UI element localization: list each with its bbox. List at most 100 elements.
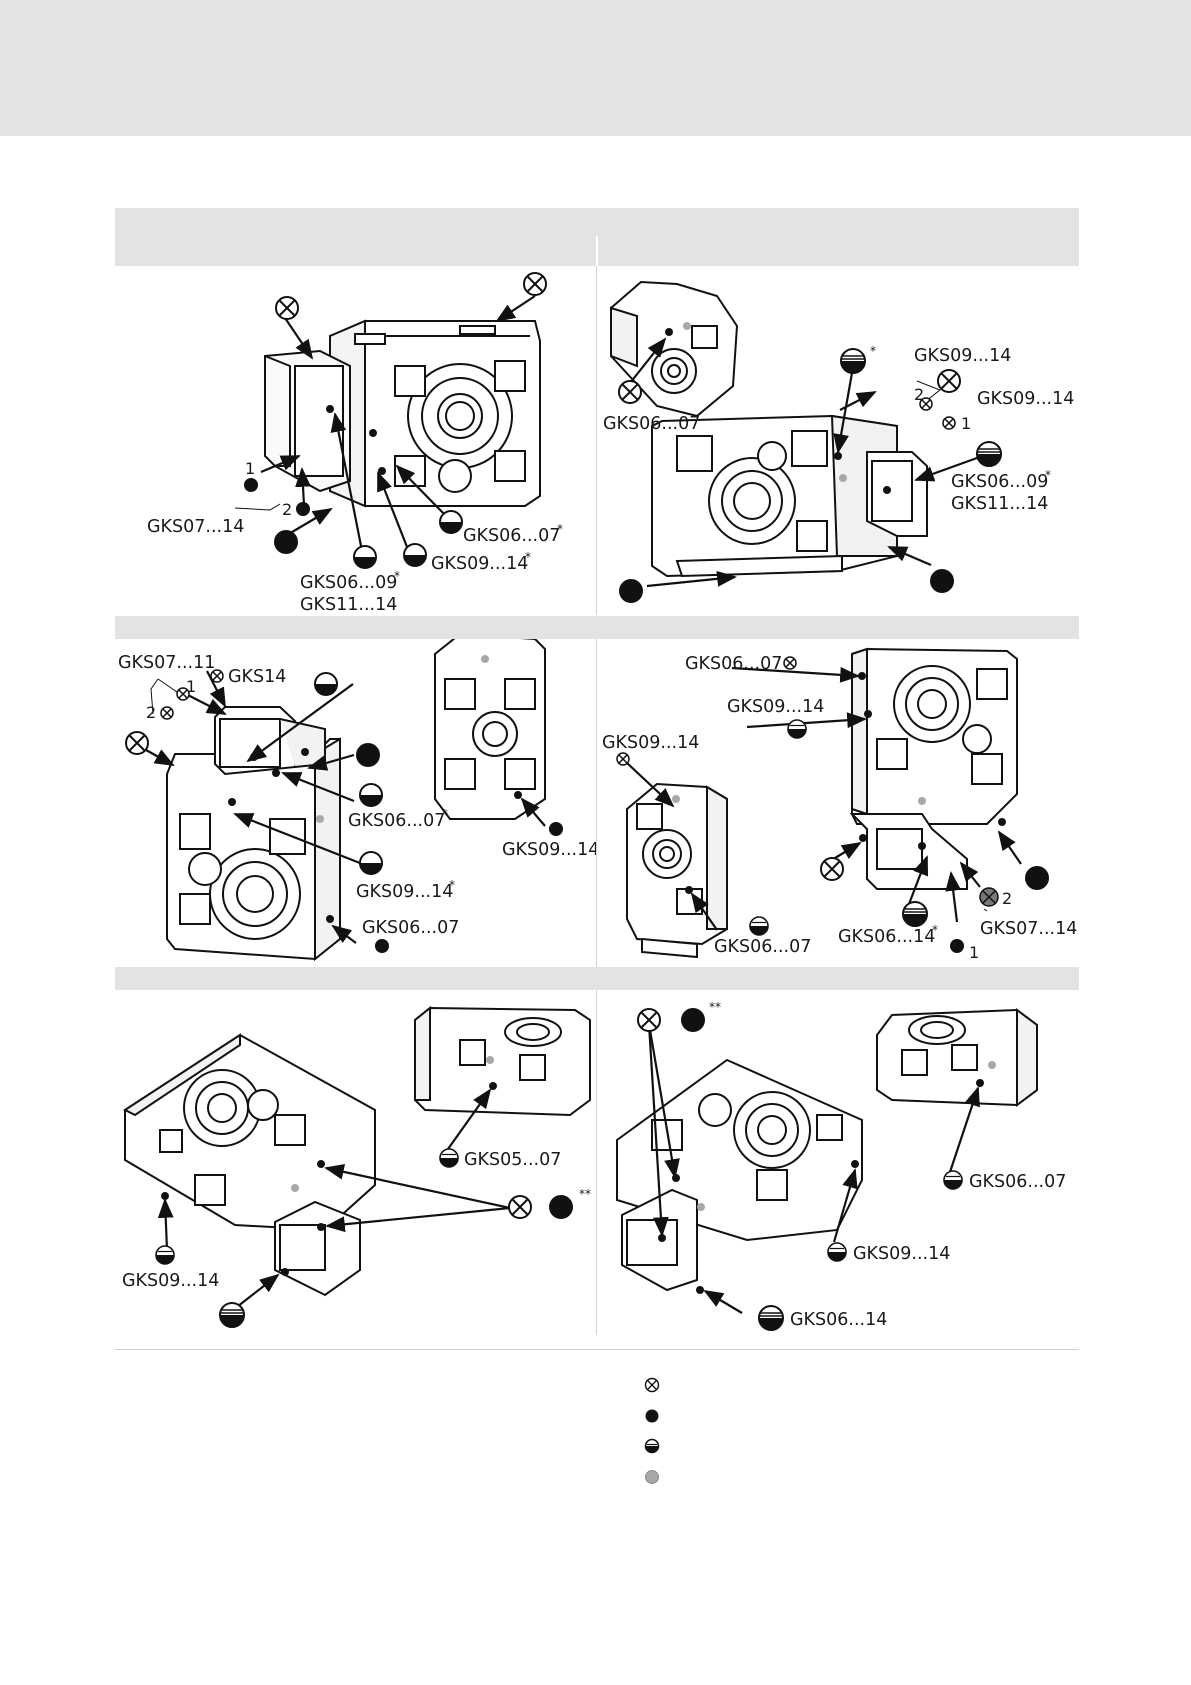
header-divider bbox=[596, 236, 598, 266]
marker-number: 1 bbox=[245, 459, 255, 478]
gearbox-drawing bbox=[166, 639, 546, 962]
oil-level-plug-icon bbox=[439, 510, 463, 534]
oil-level-plug-icon bbox=[439, 1148, 459, 1168]
panel-mounting-position-1: 1 2 GKS07...14 GKS06...07 * GKS09...14 *… bbox=[115, 266, 596, 615]
table-bottom-rule bbox=[115, 1349, 1079, 1350]
label-gks07-14: GKS07...14 bbox=[980, 919, 1077, 939]
label-gks07-11: GKS07...11 bbox=[118, 653, 215, 673]
oil-level-plug-icon bbox=[749, 916, 769, 936]
footnote-mark: * bbox=[525, 550, 531, 564]
label-gks09-14: GKS09...14 bbox=[602, 733, 699, 753]
drain-plug-icon bbox=[375, 939, 389, 953]
drain-plug-icon bbox=[1025, 866, 1049, 890]
label-gks09-14: GKS09...14 bbox=[502, 840, 596, 860]
label-gks07-14: GKS07...14 bbox=[147, 517, 244, 537]
vent-plug-icon bbox=[160, 706, 174, 720]
label-gks14: GKS14 bbox=[228, 667, 286, 687]
legend-grey bbox=[640, 1462, 1040, 1493]
drain-plug-icon bbox=[950, 939, 964, 953]
label-gks06-09: GKS06...09 bbox=[951, 472, 1048, 492]
grey-plug-icon bbox=[645, 1469, 659, 1484]
footnote-mark: * bbox=[557, 522, 563, 536]
vent-plug-icon bbox=[523, 272, 547, 296]
label-gks09-14: GKS09...14 bbox=[431, 554, 528, 574]
vent-plug-icon bbox=[616, 752, 630, 766]
footnote-mark: ** bbox=[709, 1000, 721, 1014]
gearbox-drawing bbox=[122, 1005, 591, 1297]
drain-plug-icon bbox=[681, 1008, 705, 1032]
table-header bbox=[115, 208, 1079, 266]
drain-plug-icon bbox=[645, 1409, 659, 1423]
oil-level-plug-icon bbox=[758, 1305, 784, 1331]
label-gks06-07: GKS06...07 bbox=[714, 937, 811, 957]
leader-lines bbox=[626, 666, 1022, 931]
oil-level-plug-icon bbox=[219, 1302, 245, 1328]
row-band-3 bbox=[115, 967, 1079, 990]
leader-lines bbox=[260, 295, 536, 557]
label-gks06-07: GKS06...07 bbox=[685, 654, 782, 674]
dot-markers bbox=[161, 1082, 497, 1276]
label-gks09-14: GKS09...14 bbox=[977, 389, 1074, 409]
vent-plug-icon bbox=[942, 416, 956, 430]
dot-markers bbox=[665, 328, 891, 494]
drain-plug-icon bbox=[244, 478, 258, 492]
oil-level-plug-icon bbox=[787, 719, 807, 739]
drain-plug-icon bbox=[549, 822, 563, 836]
row-band-2 bbox=[115, 616, 1079, 639]
gearbox-drawing bbox=[626, 647, 1018, 959]
oil-level-plug-icon bbox=[644, 1438, 660, 1454]
footnote-mark: * bbox=[394, 569, 400, 583]
oil-level-plug-icon bbox=[314, 672, 338, 696]
footnote-mark: * bbox=[449, 878, 455, 892]
label-gks09-14: GKS09...14 bbox=[727, 697, 824, 717]
dot-markers bbox=[326, 405, 386, 475]
drain-plug-icon bbox=[930, 569, 954, 593]
oil-level-plug-icon bbox=[976, 441, 1002, 467]
marker-number: 2 bbox=[146, 703, 156, 722]
drain-plug-icon bbox=[274, 530, 298, 554]
oil-level-plug-icon bbox=[359, 783, 383, 807]
column-divider bbox=[596, 266, 597, 615]
leader-lines bbox=[647, 1023, 980, 1314]
label-gks11-14: GKS11...14 bbox=[300, 595, 397, 615]
label-gks05-07: GKS05...07 bbox=[464, 1150, 561, 1170]
dot-markers bbox=[228, 748, 522, 923]
column-divider bbox=[596, 639, 597, 967]
footnote-mark: * bbox=[442, 807, 448, 821]
oil-level-plug-icon bbox=[827, 1242, 847, 1262]
vent-plug-icon bbox=[508, 1195, 532, 1219]
footnote-mark: * bbox=[870, 344, 876, 358]
label-gks06-07: GKS06...07 bbox=[348, 811, 445, 831]
oil-level-plug-icon bbox=[902, 901, 928, 927]
marker-number: 1 bbox=[961, 414, 971, 433]
oil-level-plug-icon bbox=[155, 1245, 175, 1265]
legend-oil-level bbox=[640, 1431, 1040, 1462]
dot-markers bbox=[685, 672, 1006, 894]
label-gks09-14: GKS09...14 bbox=[914, 346, 1011, 366]
marker-number: 2 bbox=[1002, 889, 1012, 908]
panel-mounting-position-2: * GKS09...14 2 GKS09...14 1 GKS06...07 G… bbox=[597, 266, 1079, 615]
vent-plug-icon bbox=[783, 656, 797, 670]
marker-number: 2 bbox=[282, 500, 292, 519]
drain-plug-icon bbox=[549, 1195, 573, 1219]
dot-markers bbox=[658, 1079, 984, 1294]
label-gks11-14: GKS11...14 bbox=[951, 494, 1048, 514]
oil-level-plug-icon bbox=[403, 543, 427, 567]
oil-level-plug-icon bbox=[353, 545, 377, 569]
leader-lines bbox=[157, 1088, 511, 1311]
label-gks09-14: GKS09...14 bbox=[356, 882, 453, 902]
vent-plug-icon bbox=[937, 369, 961, 393]
vent-plug-icon bbox=[637, 1008, 661, 1032]
label-gks06-07: GKS06...07 bbox=[362, 918, 459, 938]
marker-number: 2 bbox=[914, 385, 924, 404]
legend-vent bbox=[640, 1370, 1040, 1401]
oil-level-plug-icon bbox=[943, 1170, 963, 1190]
panel-mounting-position-3: GKS07...11 GKS14 1 2 GKS06...07 * GKS09.… bbox=[115, 639, 596, 967]
drain-plug-icon bbox=[619, 579, 643, 603]
vent-plug-icon bbox=[644, 1378, 660, 1393]
footnote-mark: ** bbox=[579, 1187, 591, 1201]
gearbox-drawing bbox=[616, 1008, 1038, 1292]
vent-plug-icon bbox=[618, 380, 642, 404]
label-gks09-14: GKS09...14 bbox=[853, 1244, 950, 1264]
vent-plug-icon bbox=[125, 731, 149, 755]
